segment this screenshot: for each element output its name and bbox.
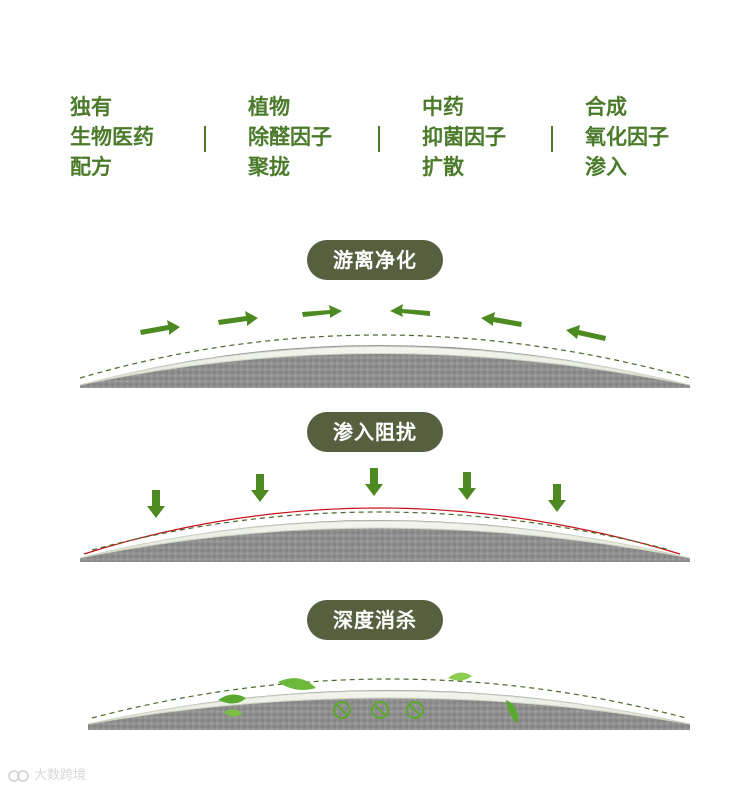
stage-diagram-free-purify xyxy=(79,304,691,388)
feature-divider xyxy=(204,126,206,152)
feature-biomedical: 独有 生物医药 配方 xyxy=(70,92,154,182)
mask-shell xyxy=(87,690,691,725)
arrow-right-icon xyxy=(218,311,258,326)
arrow-down-icon xyxy=(251,474,269,502)
feature-divider xyxy=(378,126,380,152)
feature-line: 氧化因子 xyxy=(585,125,669,149)
feature-synthetic: 合成 氧化因子 渗入 xyxy=(585,92,669,182)
stage-diagram-penetrate-block xyxy=(79,468,691,562)
watermark: 大数跨境 xyxy=(8,764,86,783)
feature-line: 独有 xyxy=(70,95,112,119)
feature-line: 除醛因子 xyxy=(248,125,332,149)
leaf-icon xyxy=(448,672,472,681)
mask-shell xyxy=(79,346,691,386)
arrow-left-icon xyxy=(566,325,606,341)
feature-line: 配方 xyxy=(70,155,112,179)
arrow-right-icon xyxy=(140,320,180,335)
feature-line: 合成 xyxy=(585,95,627,119)
feature-line: 聚拢 xyxy=(248,155,290,179)
leaf-icon xyxy=(224,709,242,717)
arrow-left-icon xyxy=(481,312,522,327)
feature-plant: 植物 除醛因子 聚拢 xyxy=(248,92,332,182)
feature-line: 抑菌因子 xyxy=(422,125,506,149)
stage-label-deep-kill: 深度消杀 xyxy=(307,600,443,640)
arrow-down-icon xyxy=(365,468,383,496)
feature-line: 扩散 xyxy=(422,155,464,179)
barrier-line xyxy=(83,507,681,555)
arrow-down-icon xyxy=(458,472,476,500)
features-row: 独有 生物医药 配方 植物 除醛因子 聚拢 中药 抑菌因子 扩散 合成 氧化因子… xyxy=(0,92,750,192)
mask-shell xyxy=(79,520,691,559)
feature-line: 中药 xyxy=(422,95,464,119)
stage-diagram-deep-kill xyxy=(87,672,691,730)
stage-label-free-purify: 游离净化 xyxy=(307,240,443,280)
feature-line: 渗入 xyxy=(585,155,627,179)
arrow-down-icon xyxy=(147,490,165,518)
leaf-icon xyxy=(506,700,519,724)
feature-chinese-medicine: 中药 抑菌因子 扩散 xyxy=(422,92,506,182)
arrow-right-icon xyxy=(302,305,342,318)
feature-line: 生物医药 xyxy=(70,125,154,149)
virus-blocked-icon xyxy=(371,701,389,719)
arrow-down-icon xyxy=(548,484,566,512)
arrow-left-icon xyxy=(390,304,430,317)
virus-blocked-icon xyxy=(406,701,424,719)
dashed-outline xyxy=(91,511,671,551)
stage-label-penetrate-block: 渗入阻扰 xyxy=(307,412,443,452)
dashed-outline xyxy=(91,678,687,719)
feature-line: 植物 xyxy=(248,95,290,119)
watermark-text: 大数跨境 xyxy=(34,768,87,783)
watermark-logo-icon xyxy=(8,769,29,782)
leaf-icon xyxy=(218,694,246,704)
feature-divider xyxy=(551,126,553,152)
leaf-icon xyxy=(278,678,316,690)
virus-blocked-icon xyxy=(333,701,351,719)
